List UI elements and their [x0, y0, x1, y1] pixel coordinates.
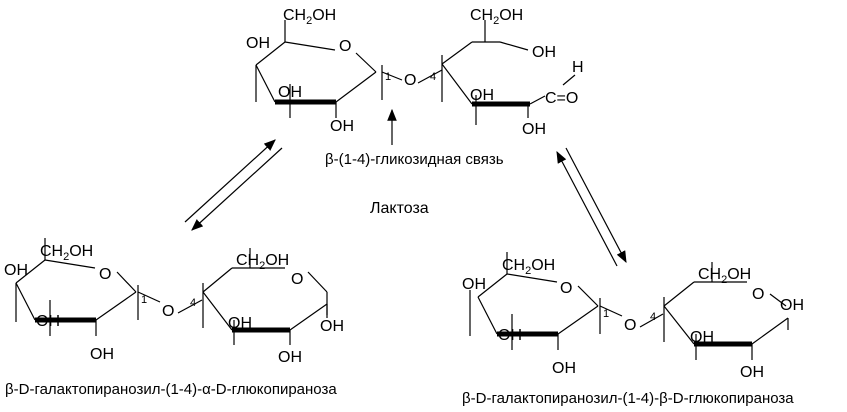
top-gal-oh4: OH [246, 35, 270, 52]
lactose-structure: CH2OH OH O OH OH 1 O 4 CH2OH OH H OH C=O… [246, 7, 584, 217]
top-gal-oh3: OH [278, 84, 302, 101]
br-pos1: 1 [603, 308, 609, 320]
bl-glc-oh2: OH [278, 349, 302, 366]
top-ch2oh-label: CH2OH [283, 7, 336, 27]
br-gal-oh2: OH [552, 360, 576, 377]
bl-glc-oh3: OH [228, 315, 252, 332]
equilibrium-arrows-right [556, 147, 627, 267]
bl-gal-oh4: OH [4, 262, 28, 279]
br-pos4: 4 [650, 311, 656, 323]
top-glycosidic-o: O [404, 72, 416, 89]
beta-anomer-name: β-D-галактопиранозил-(1-4)-β-D-глюкопира… [462, 390, 794, 407]
top-galactose-ring [255, 20, 403, 118]
bl-galactose-ring [15, 238, 161, 336]
bl-glycosidic-o: O [162, 303, 174, 320]
br-glc-oh2: OH [740, 364, 764, 381]
top-pos1: 1 [385, 71, 391, 83]
top-glc-oh5: OH [532, 44, 556, 61]
lactose-name: Лактоза [370, 200, 429, 217]
bl-gal-ring-o: O [99, 266, 111, 283]
bl-gal-ch2oh: CH2OH [40, 243, 93, 263]
bl-pos4: 4 [190, 297, 196, 309]
br-glc-ch2oh: CH2OH [698, 266, 751, 286]
bl-glucose-ring [202, 248, 328, 345]
br-gal-ch2oh: CH2OH [502, 257, 555, 277]
br-gal-oh4: OH [462, 276, 486, 293]
top-gal-oh2: OH [330, 118, 354, 135]
br-gal-ring-o: O [560, 280, 572, 297]
br-glycosidic-o: O [624, 317, 636, 334]
glycosidic-bond-label: β-(1-4)-гликозидная связь [325, 151, 504, 168]
br-glc-oh3: OH [690, 329, 714, 346]
top-glc-oh3: OH [470, 87, 494, 104]
alpha-anomer-name: β-D-галактопиранозил-(1-4)-α-D-глюкопира… [5, 381, 337, 398]
equilibrium-arrows-left [184, 139, 283, 231]
top-aldehyde-h: H [572, 59, 584, 76]
alpha-anomer-structure: CH2OH OH O OH OH 1 O 4 CH2OH O OH OH OH … [4, 238, 344, 398]
br-glc-ring-o: O [752, 286, 764, 303]
top-glc-oh2: OH [522, 121, 546, 138]
top-gal-ring-o: O [339, 38, 351, 55]
top-pos4: 4 [430, 71, 436, 83]
bl-glc-ch2oh: CH2OH [236, 252, 289, 272]
br-glc-oh1: OH [780, 297, 804, 314]
beta-anomer-structure: CH2OH OH O OH OH 1 O 4 CH2OH O OH OH OH … [462, 252, 804, 407]
bl-gal-oh3: OH [36, 313, 60, 330]
br-glucose-ring [663, 262, 789, 360]
bl-glc-ring-o: O [291, 271, 303, 288]
bl-gal-oh2: OH [90, 346, 114, 363]
bl-pos1: 1 [141, 294, 147, 306]
top-glucose-ring [441, 20, 576, 125]
br-gal-oh3: OH [498, 327, 522, 344]
bl-glc-oh1: OH [320, 318, 344, 335]
br-galactose-ring [469, 252, 623, 350]
top-glc-ch2oh: CH2OH [470, 7, 523, 27]
top-aldehyde-co: C=O [545, 90, 578, 107]
